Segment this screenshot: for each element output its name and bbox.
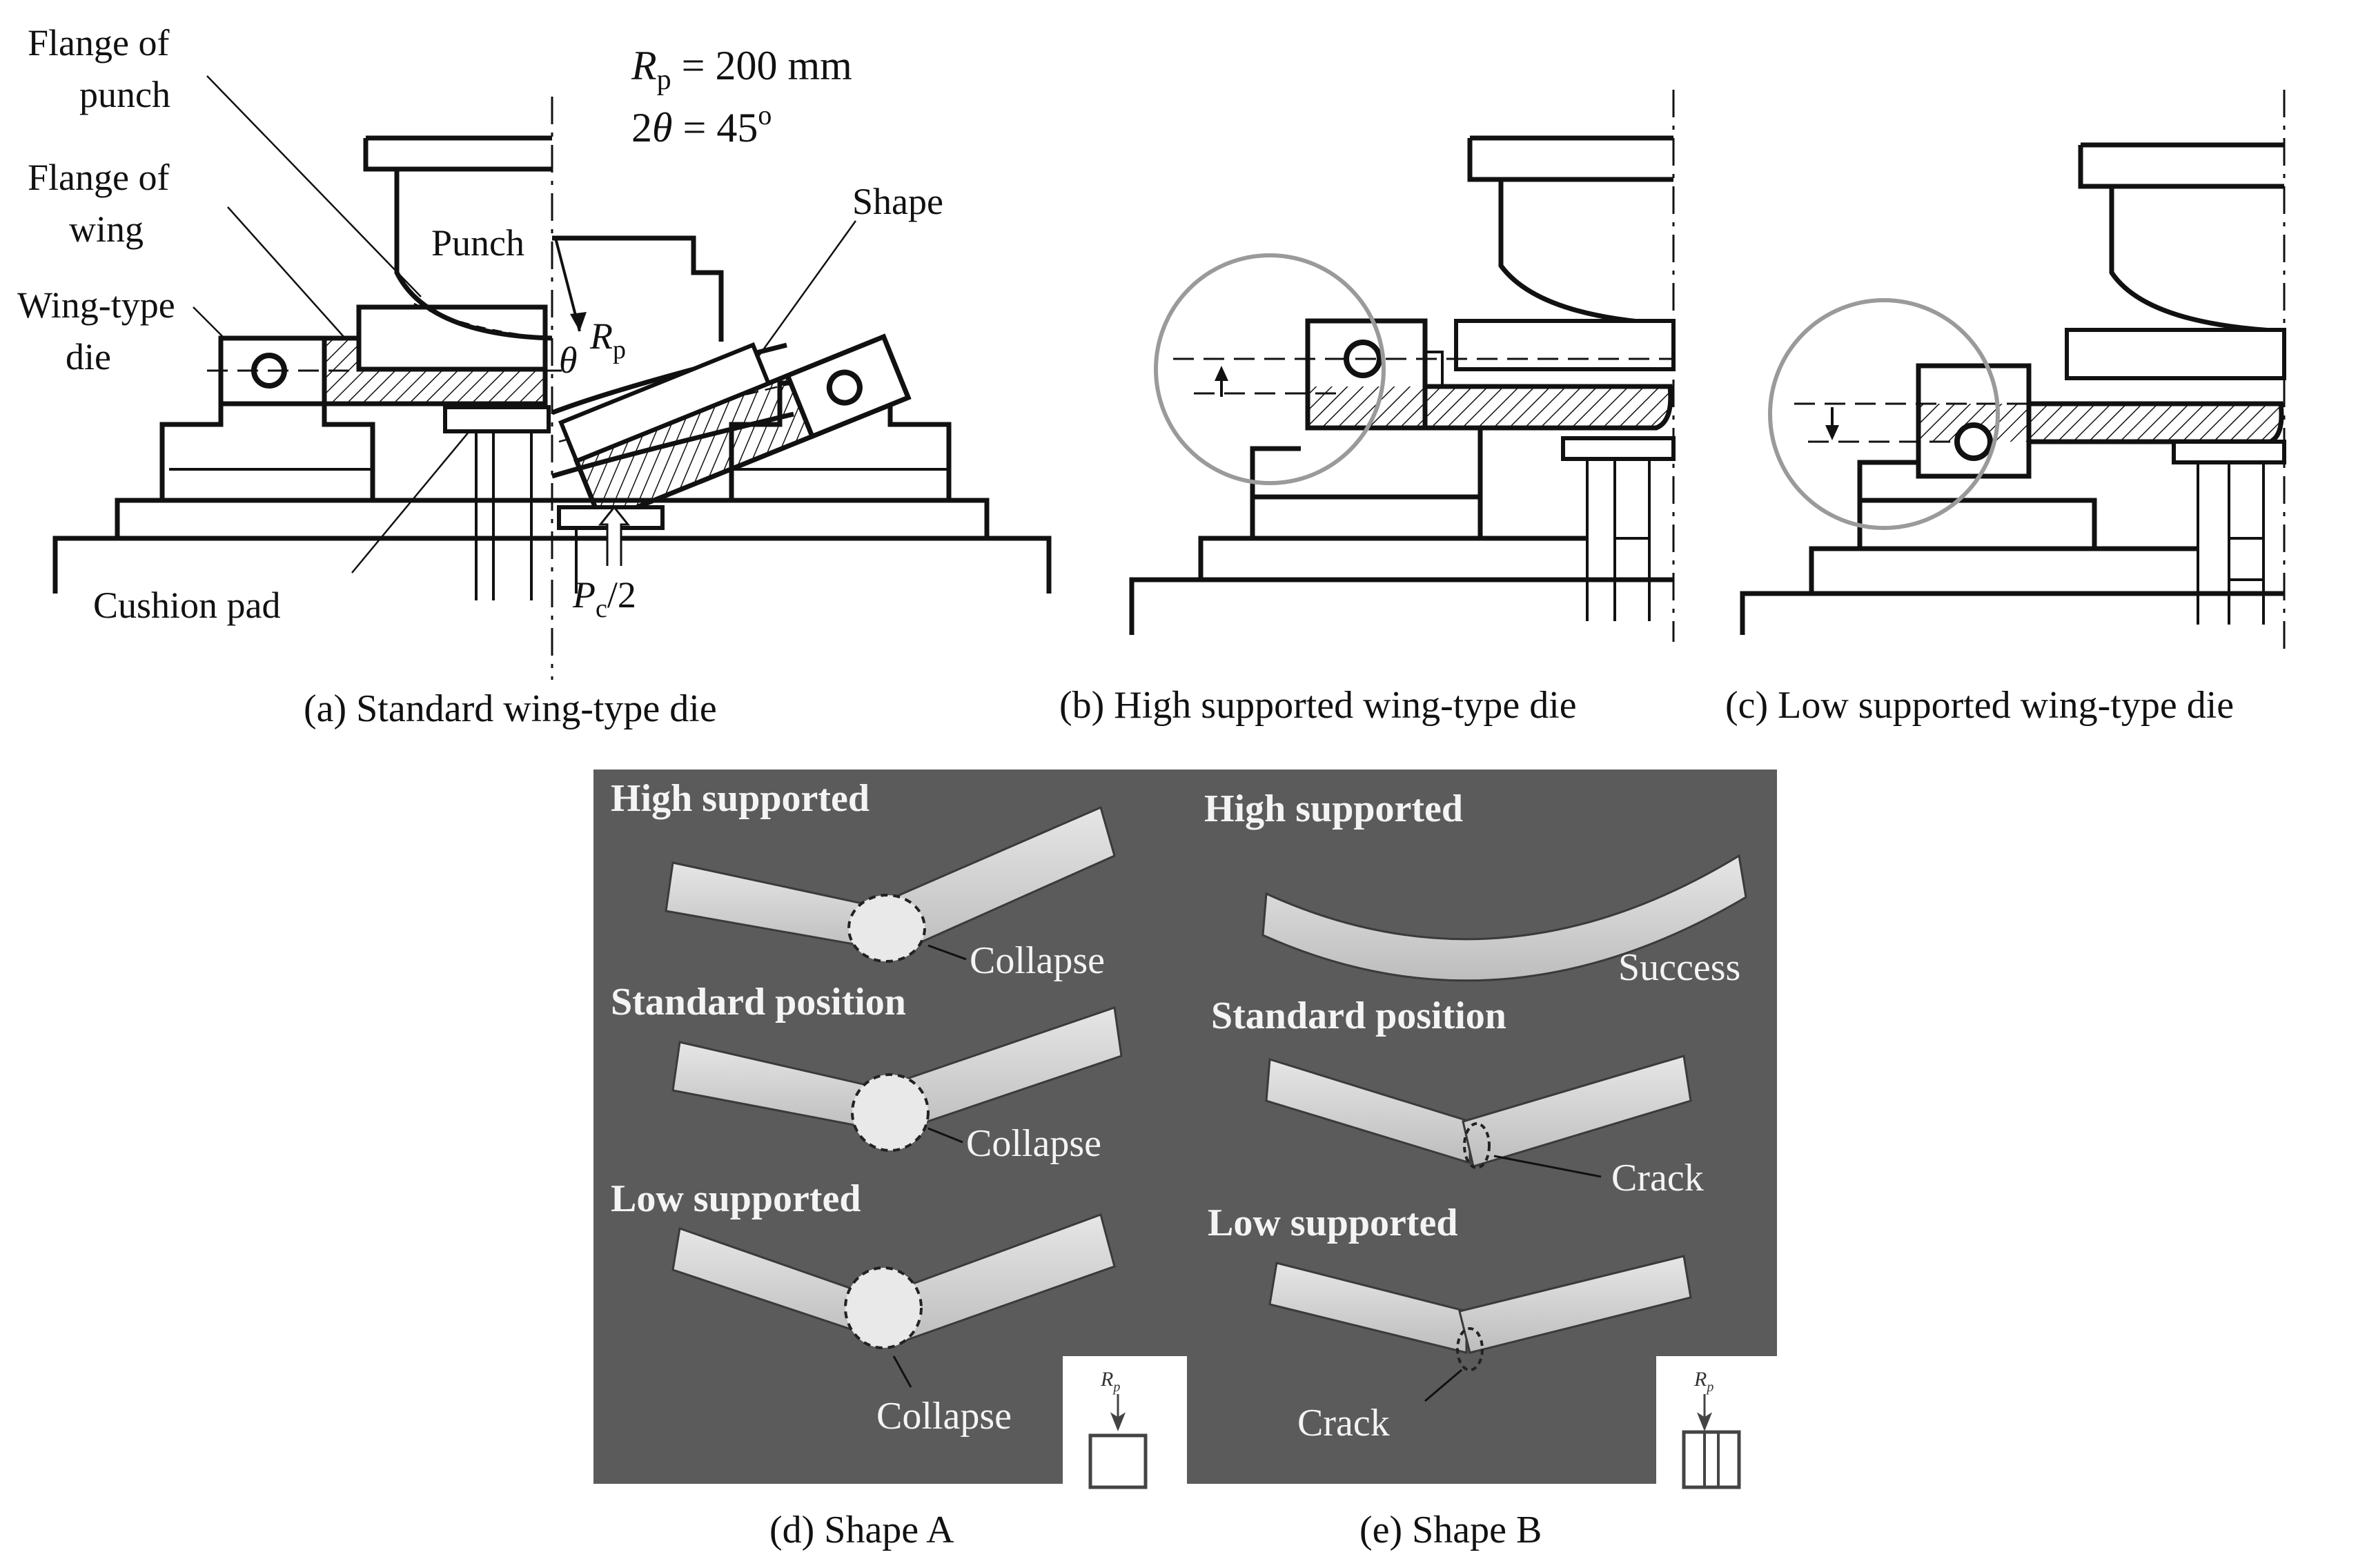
photo-e-row3-title: Low supported	[1208, 1202, 1458, 1244]
photo-d-row1-title: High supported	[611, 777, 870, 820]
label-rp: Rp	[589, 315, 626, 364]
caption-panel-d: (d) Shape A	[769, 1509, 954, 1551]
panel-e-photo	[1187, 770, 1777, 1489]
caption-panel-a: (a) Standard wing-type die	[304, 687, 717, 730]
label-wing-type-die-line1: Wing-type	[17, 284, 175, 326]
panel-d-photo	[593, 770, 1187, 1489]
label-pc-half: Pc/2	[572, 574, 636, 623]
equation-theta: 2θ = 45o	[631, 99, 772, 150]
photo-e-row2-annotation: Crack	[1611, 1157, 1704, 1199]
photo-e-row3-annotation: Crack	[1297, 1402, 1390, 1444]
photo-e-row1-annotation: Success	[1618, 946, 1740, 989]
panel-a-diagram	[52, 75, 1052, 680]
photo-e-row1-title: High supported	[1204, 787, 1463, 830]
equation-rp: Rp = 200 mm	[631, 43, 852, 96]
label-cushion-pad: Cushion pad	[93, 585, 281, 626]
label-wing-type-die-line2: die	[66, 336, 111, 378]
label-shape: Shape	[852, 181, 943, 222]
label-flange-of-wing-line1: Flange of	[28, 157, 169, 198]
label-flange-of-punch-line2: punch	[79, 74, 170, 115]
label-punch: Punch	[431, 222, 524, 264]
inset-e-rp-label: Rp	[1693, 1368, 1713, 1395]
panel-b-diagram	[1129, 90, 1676, 642]
label-theta: θ	[559, 340, 578, 381]
photo-d-row2-title: Standard position	[611, 981, 906, 1023]
label-flange-of-wing-line2: wing	[69, 208, 144, 250]
photo-d-row3-title: Low supported	[611, 1177, 861, 1220]
photo-e-row2-title: Standard position	[1211, 994, 1506, 1037]
panel-c-diagram	[1740, 90, 2286, 656]
caption-panel-c: (c) Low supported wing-type die	[1725, 684, 2234, 727]
caption-panel-e: (e) Shape B	[1359, 1509, 1542, 1551]
inset-d-rp-label: Rp	[1100, 1368, 1120, 1395]
photo-d-row3-annotation: Collapse	[876, 1395, 1012, 1438]
photo-d-row2-annotation: Collapse	[966, 1122, 1101, 1165]
photo-d-row1-annotation: Collapse	[970, 939, 1105, 982]
caption-panel-b: (b) High supported wing-type die	[1059, 684, 1577, 727]
label-flange-of-punch-line1: Flange of	[28, 22, 169, 63]
